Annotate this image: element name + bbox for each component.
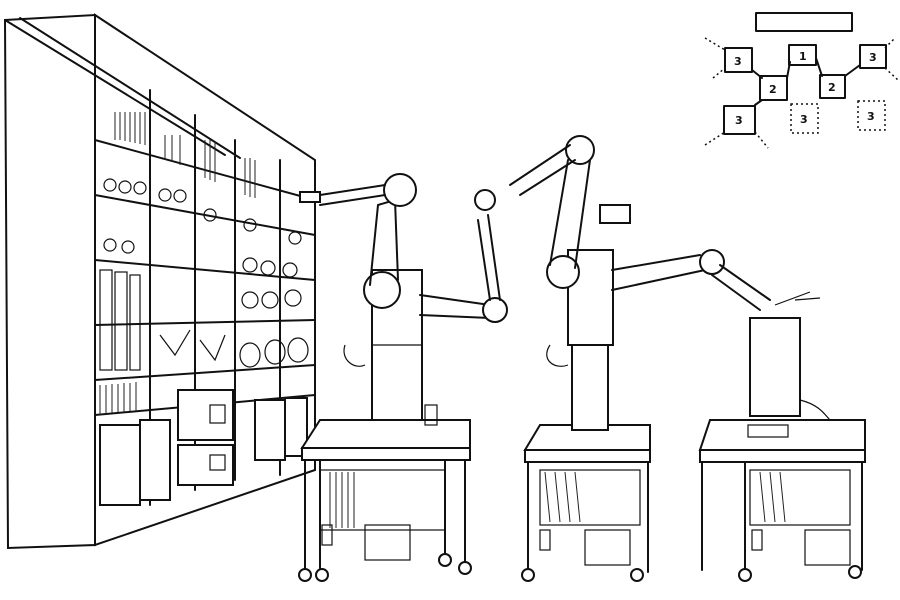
cell-7 [790,103,819,134]
cell-5 [859,44,887,69]
conveyor-bar [755,12,853,32]
cell-3 [788,44,817,66]
shelf-parts [99,178,309,506]
cell-2 [759,75,788,101]
cell-layout-diagram: 3 2 1 2 3 3 3 3 [704,12,899,149]
cell-6-label: 3 [735,114,743,127]
cell-1-label: 3 [734,55,742,68]
cell-8 [857,100,886,131]
cell-1 [724,47,753,73]
machine-box [749,317,801,417]
cell-3-label: 1 [799,50,807,63]
cell-6 [723,105,756,135]
hatched-panels [99,112,256,415]
cell-7-label: 3 [800,113,808,126]
cell-5-label: 3 [869,51,877,64]
cell-2-label: 2 [769,83,777,96]
cell-4-label: 2 [828,81,836,94]
robot-cart-2 [509,135,771,582]
bookshelf [3,13,316,550]
robot-cart-3 [698,291,866,582]
robot-cart-1 [298,173,508,582]
cell-4 [819,74,846,99]
cell-8-label: 3 [867,110,875,123]
